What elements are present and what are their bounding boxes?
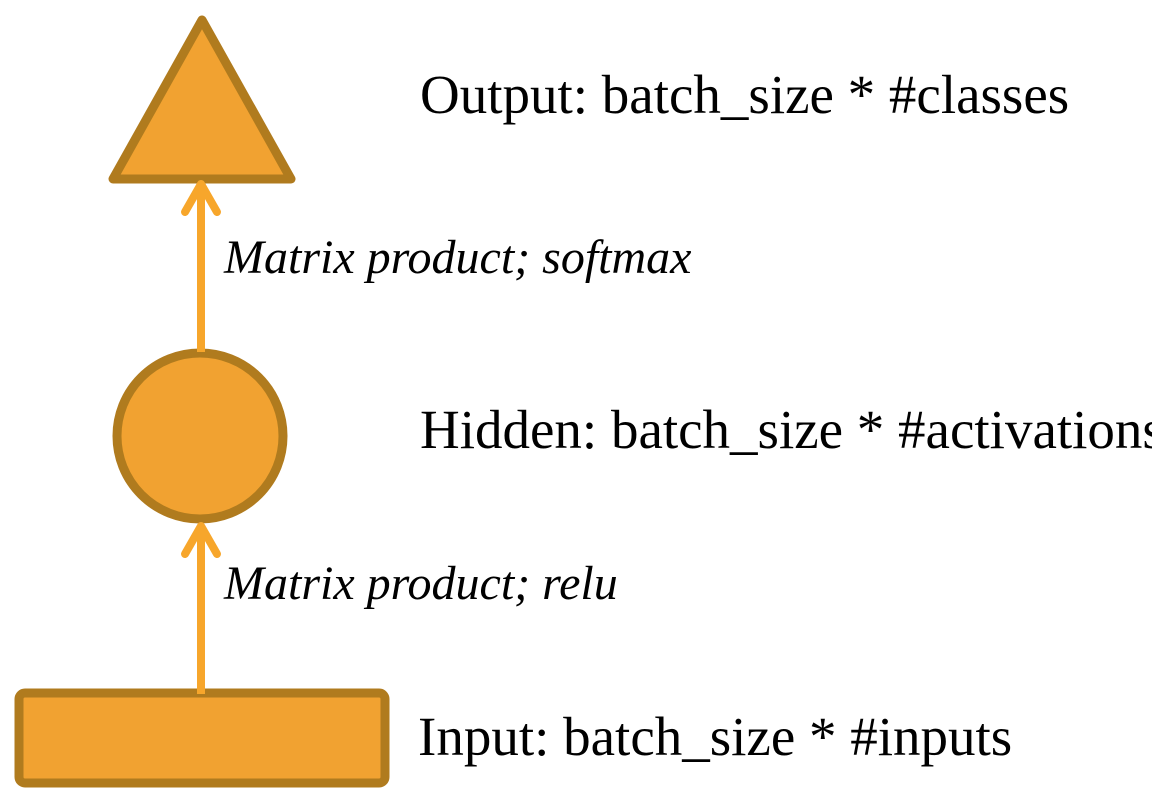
edge-hidden-to-output xyxy=(181,180,221,352)
output-layer-label: Output: batch_size * #classes xyxy=(420,64,1070,125)
softmax-edge-label: Matrix product; softmax xyxy=(224,231,692,284)
hidden-circle-node xyxy=(112,348,288,524)
relu-edge-label: Matrix product; relu xyxy=(224,557,618,610)
input-rectangle-node xyxy=(14,688,390,788)
hidden-layer-label: Hidden: batch_size * #activations xyxy=(420,399,1152,460)
output-triangle-node xyxy=(108,15,296,184)
input-layer-label: Input: batch_size * #inputs xyxy=(418,706,1013,767)
edge-input-to-hidden xyxy=(181,522,221,694)
arrow-up-icon xyxy=(181,180,221,216)
arrow-up-icon xyxy=(181,522,221,558)
